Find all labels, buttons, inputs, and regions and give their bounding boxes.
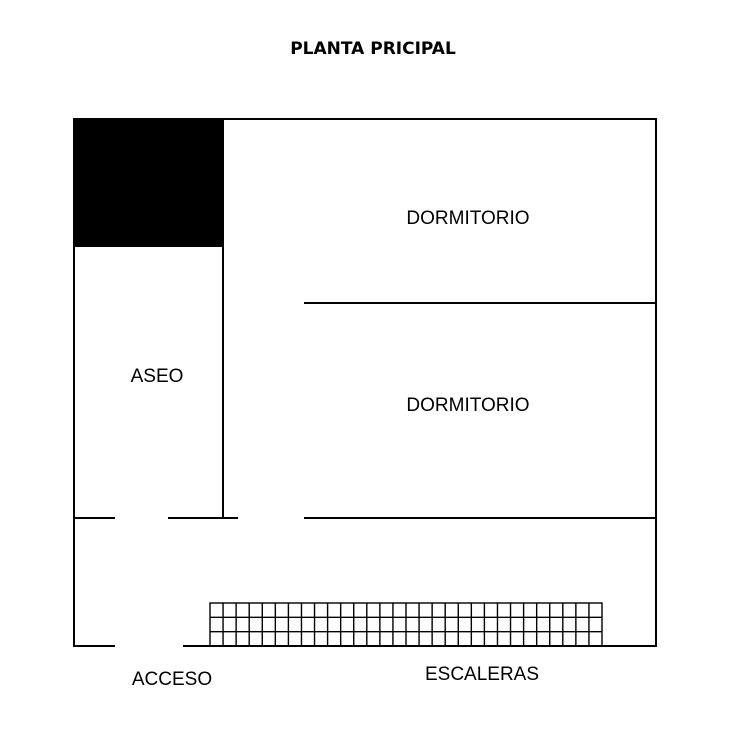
stairs-grid — [209, 602, 603, 647]
room-label-aseo: ASEO — [131, 366, 184, 387]
label-acceso: ACCESO — [132, 669, 212, 690]
room-label-dormitorio-2: DORMITORIO — [406, 395, 529, 416]
plan-title: PLANTA PRICIPAL — [290, 39, 456, 59]
label-escaleras: ESCALERAS — [425, 664, 539, 685]
solid-block — [74, 119, 223, 247]
room-label-dormitorio-1: DORMITORIO — [406, 208, 529, 229]
